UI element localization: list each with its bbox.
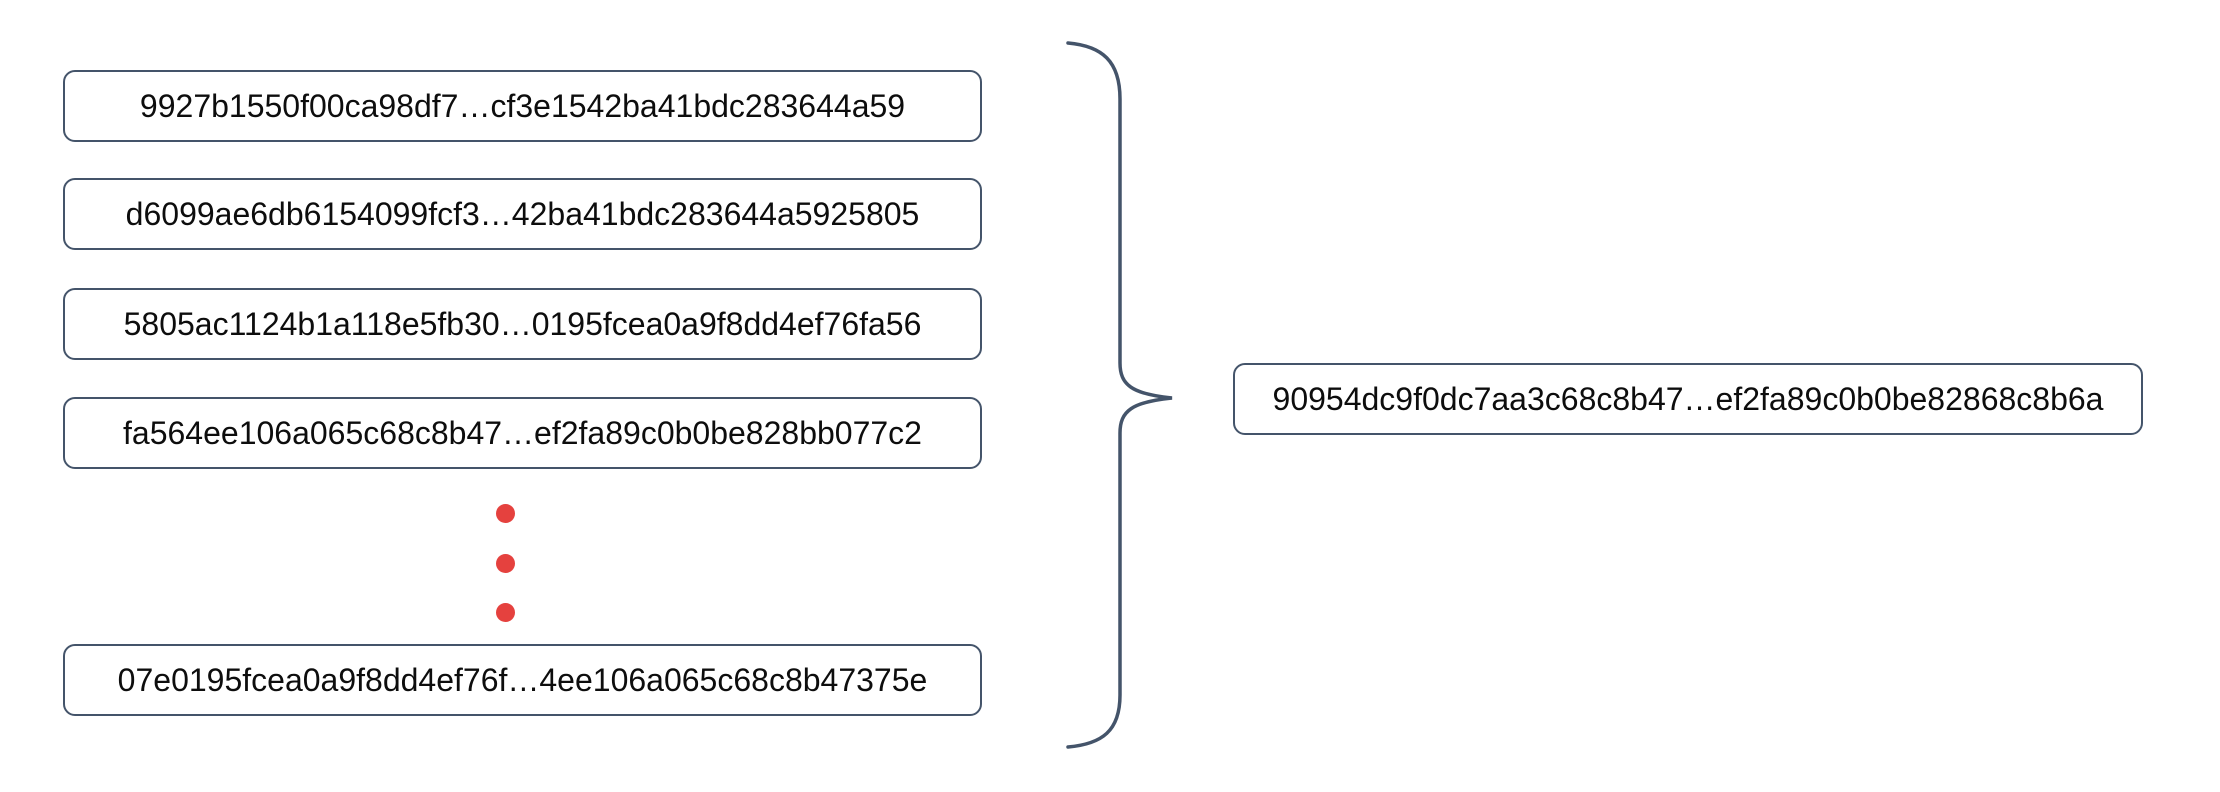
hash-block-4: fa564ee106a065c68c8b47…ef2fa89c0b0be828b…	[63, 397, 982, 469]
curly-brace-icon	[1066, 41, 1173, 749]
hash-block-3: 5805ac1124b1a118e5fb30…0195fcea0a9f8dd4e…	[63, 288, 982, 360]
hash-block-4-label: fa564ee106a065c68c8b47…ef2fa89c0b0be828b…	[123, 414, 922, 451]
hash-block-5: 07e0195fcea0a9f8dd4ef76f…4ee106a065c68c8…	[63, 644, 982, 716]
hash-block-1: 9927b1550f00ca98df7…cf3e1542ba41bdc28364…	[63, 70, 982, 142]
hash-block-5-label: 07e0195fcea0a9f8dd4ef76f…4ee106a065c68c8…	[117, 661, 928, 698]
result-hash-label: 90954dc9f0dc7aa3c68c8b47…ef2fa89c0b0be82…	[1272, 380, 2104, 417]
dot-icon	[496, 553, 515, 573]
hash-block-2-label: d6099ae6db6154099fcf3…42ba41bdc283644a59…	[125, 195, 920, 232]
hash-block-2: d6099ae6db6154099fcf3…42ba41bdc283644a59…	[63, 178, 982, 250]
result-hash-block: 90954dc9f0dc7aa3c68c8b47…ef2fa89c0b0be82…	[1233, 363, 2143, 435]
dot-icon	[496, 603, 515, 622]
hash-block-1-label: 9927b1550f00ca98df7…cf3e1542ba41bdc28364…	[139, 87, 906, 124]
dot-icon	[496, 504, 515, 523]
ellipsis-dots	[496, 504, 515, 622]
hash-block-3-label: 5805ac1124b1a118e5fb30…0195fcea0a9f8dd4e…	[123, 305, 922, 342]
